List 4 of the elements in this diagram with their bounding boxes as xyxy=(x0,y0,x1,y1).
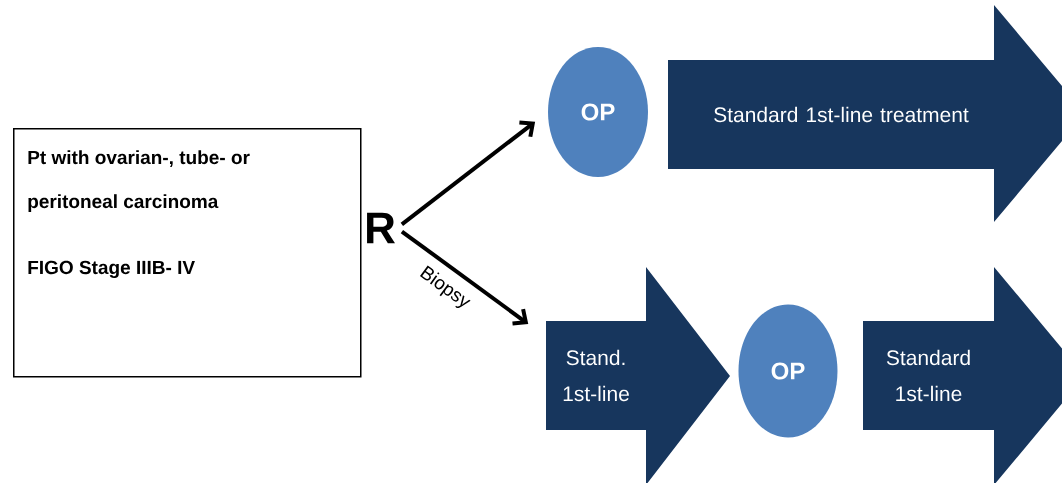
arrow xyxy=(400,120,536,226)
arrow xyxy=(400,229,529,326)
randomization-letter: R xyxy=(367,212,395,244)
info-box: Pt with ovarian-, tube- or peritoneal carcinoma FIGO Stage IIIB- IV xyxy=(13,128,362,378)
